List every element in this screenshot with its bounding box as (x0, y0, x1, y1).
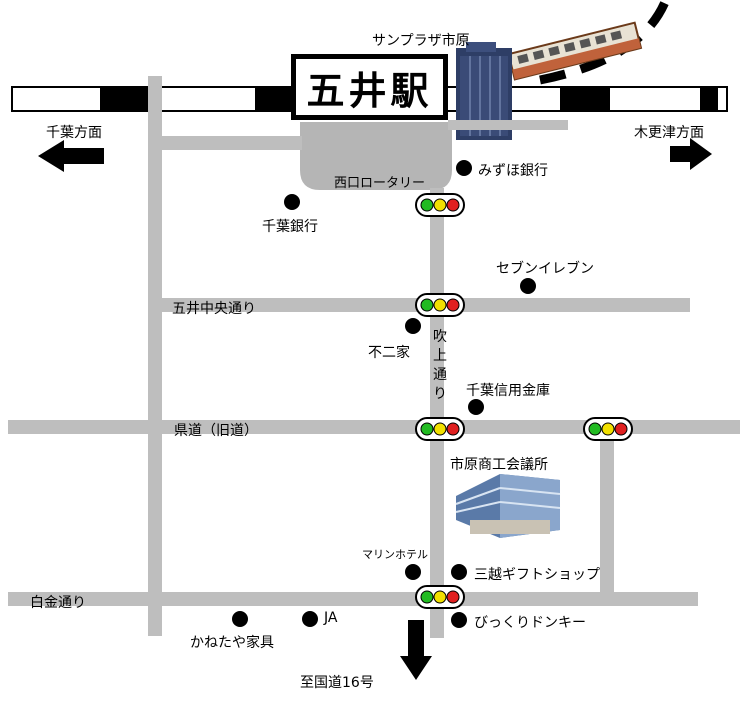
label-chamber: 市原商工会議所 (450, 457, 548, 473)
label-sunplaza: サンプラザ市原 (372, 33, 470, 49)
label-direction-right: 木更津方面 (634, 125, 704, 141)
shinkin-marker (468, 399, 484, 415)
road-station-east (448, 120, 568, 130)
mizuho-marker (456, 160, 472, 176)
label-marine-hotel: マリンホテル (362, 548, 428, 561)
label-ja: JA (324, 610, 338, 626)
label-road-kendo: 県道（旧道） (174, 423, 258, 439)
label-chiba-bank: 千葉銀行 (262, 219, 318, 235)
seven-eleven-marker (520, 278, 536, 294)
label-kanetaya: かねたや家具 (190, 635, 274, 651)
traffic-signal (583, 417, 633, 441)
station-name: 五井駅 (291, 54, 448, 120)
traffic-signal (415, 585, 465, 609)
bikkuri-marker (451, 612, 467, 628)
arrow-right-kisarazu (670, 138, 712, 170)
ja-marker (302, 611, 318, 627)
west-rotary-area (300, 122, 452, 190)
label-mitsukoshi: 三越ギフトショップ (474, 567, 600, 583)
arrow-down-route16 (400, 620, 432, 680)
road-network (8, 76, 740, 638)
mitsukoshi-marker (451, 564, 467, 580)
traffic-signal (415, 193, 465, 217)
label-mizuho: みずほ銀行 (478, 163, 548, 179)
arrow-left-chiba (38, 140, 104, 172)
label-road-fukiage: 吹 上 通 り (433, 329, 447, 402)
label-seven-eleven: セブンイレブン (496, 261, 594, 277)
label-road-shirogane: 白金通り (30, 595, 86, 611)
traffic-signal (415, 293, 465, 317)
marine-hotel-marker (405, 564, 421, 580)
fujiya-marker (405, 318, 421, 334)
kanetaya-marker (232, 611, 248, 627)
label-bikkuri: びっくりドンキー (474, 615, 586, 631)
label-direction-down: 至国道16号 (300, 675, 374, 691)
label-direction-left: 千葉方面 (46, 125, 102, 141)
traffic-signal (415, 417, 465, 441)
label-rotary: 西口ロータリー (334, 176, 426, 191)
train-picture (507, 21, 643, 81)
label-fujiya: 不二家 (368, 345, 410, 361)
label-shinkin: 千葉信用金庫 (466, 383, 550, 399)
label-road-goi-chuo: 五井中央通り (172, 301, 256, 317)
chamber-building (455, 474, 561, 538)
chiba-bank-marker (284, 194, 300, 210)
